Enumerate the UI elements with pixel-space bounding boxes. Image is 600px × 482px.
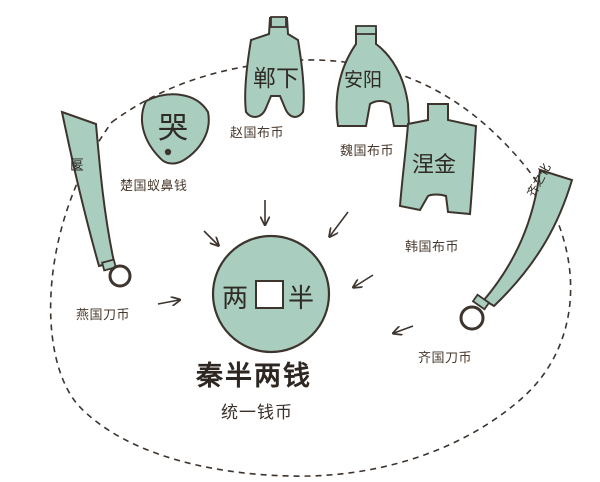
arrow-lower-right — [394, 325, 414, 333]
arrow-left — [157, 300, 179, 304]
label-yan: 燕国刀币 — [76, 308, 131, 323]
arrow-top-right — [330, 211, 349, 236]
qin-coin-left-inscription: 两 — [222, 284, 248, 314]
qin-coin-right-inscription: 半 — [288, 284, 314, 314]
qi-knife-coin: 齐之化 — [459, 161, 574, 331]
yan-knife-coin: 匽 — [60, 110, 132, 288]
label-wei: 魏国布币 — [340, 144, 395, 159]
center-title: 秦半两钱 — [196, 361, 312, 392]
han-coin-inscription: 涅金 — [412, 153, 456, 178]
yan-coin-inscription: 匽 — [70, 158, 84, 174]
label-qi: 齐国刀币 — [418, 351, 473, 366]
zhao-spade-coin: 郸下 — [244, 16, 305, 118]
wei-spade-coin: 安阳 — [335, 25, 411, 127]
dashed-circle — [49, 59, 572, 477]
label-zhao: 赵国布币 — [230, 126, 285, 141]
label-han: 韩国布币 — [405, 240, 460, 255]
arrow-top-left — [203, 230, 218, 245]
chu-coin-inscription: 哭 — [158, 111, 188, 146]
chu-ant-nose-coin: 哭 — [141, 93, 210, 165]
center-subtitle: 统一钱币 — [221, 403, 293, 423]
qin-ban-liang-coin: 两 半 — [211, 234, 331, 354]
han-spade-coin: 涅金 — [398, 103, 478, 216]
label-chu: 楚国蚁鼻钱 — [120, 179, 188, 194]
zhao-coin-inscription: 郸下 — [253, 66, 299, 92]
wei-coin-inscription: 安阳 — [344, 69, 382, 91]
arrow-right — [354, 274, 374, 287]
